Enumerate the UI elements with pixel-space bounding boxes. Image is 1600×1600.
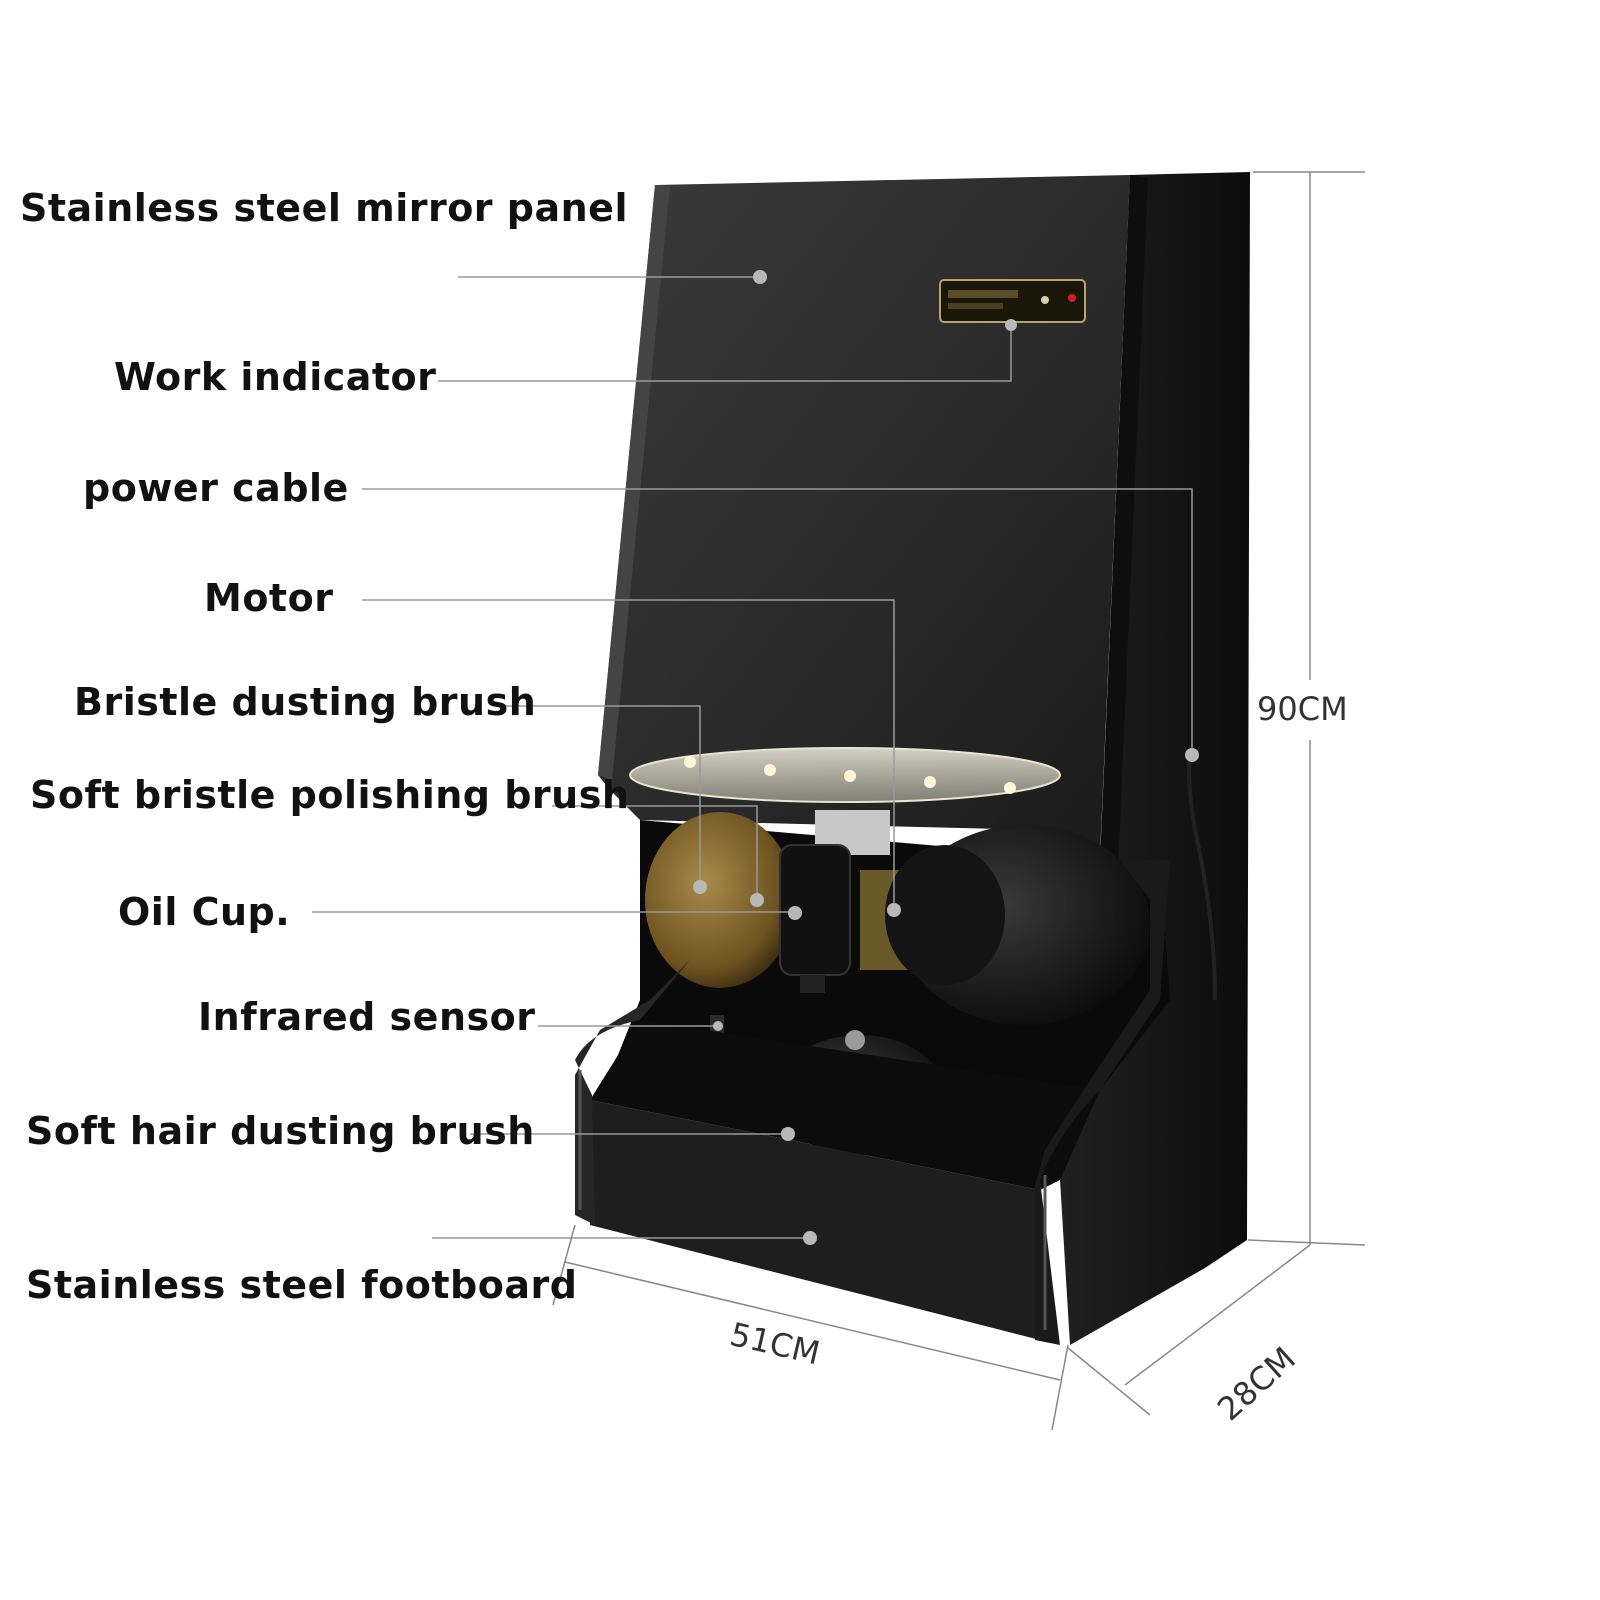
label-power-cable: power cable (83, 466, 349, 510)
lower-frame-right (1035, 860, 1170, 1345)
leader-lines (312, 276, 1193, 1239)
panel-left-edge (598, 185, 670, 780)
footboard-tray (590, 1100, 1040, 1340)
dimension-height: 90CM (1257, 690, 1348, 728)
indicator-display (939, 279, 1086, 323)
lower-frame-left (575, 960, 690, 1225)
label-oil-cup: Oil Cup. (118, 890, 291, 934)
label-soft-bristle-polishing-brush: Soft bristle polishing brush (30, 773, 630, 817)
label-bristle-dusting-brush: Bristle dusting brush (74, 680, 537, 724)
bristle-dusting-brush (645, 812, 795, 988)
label-soft-hair-dusting-brush: Soft hair dusting brush (26, 1109, 535, 1153)
leader-dots (693, 270, 1199, 1245)
power-cable (1187, 749, 1217, 1001)
label-mirror-panel: Stainless steel mirror panel (20, 186, 628, 230)
dimension-lines (552, 171, 1366, 1431)
front-panel (598, 175, 1130, 855)
label-motor: Motor (204, 576, 334, 620)
label-footboard: Stainless steel footboard (26, 1263, 578, 1307)
panel-edge (1100, 175, 1148, 870)
label-work-indicator: Work indicator (114, 355, 437, 399)
label-infrared-sensor: Infrared sensor (198, 995, 536, 1039)
